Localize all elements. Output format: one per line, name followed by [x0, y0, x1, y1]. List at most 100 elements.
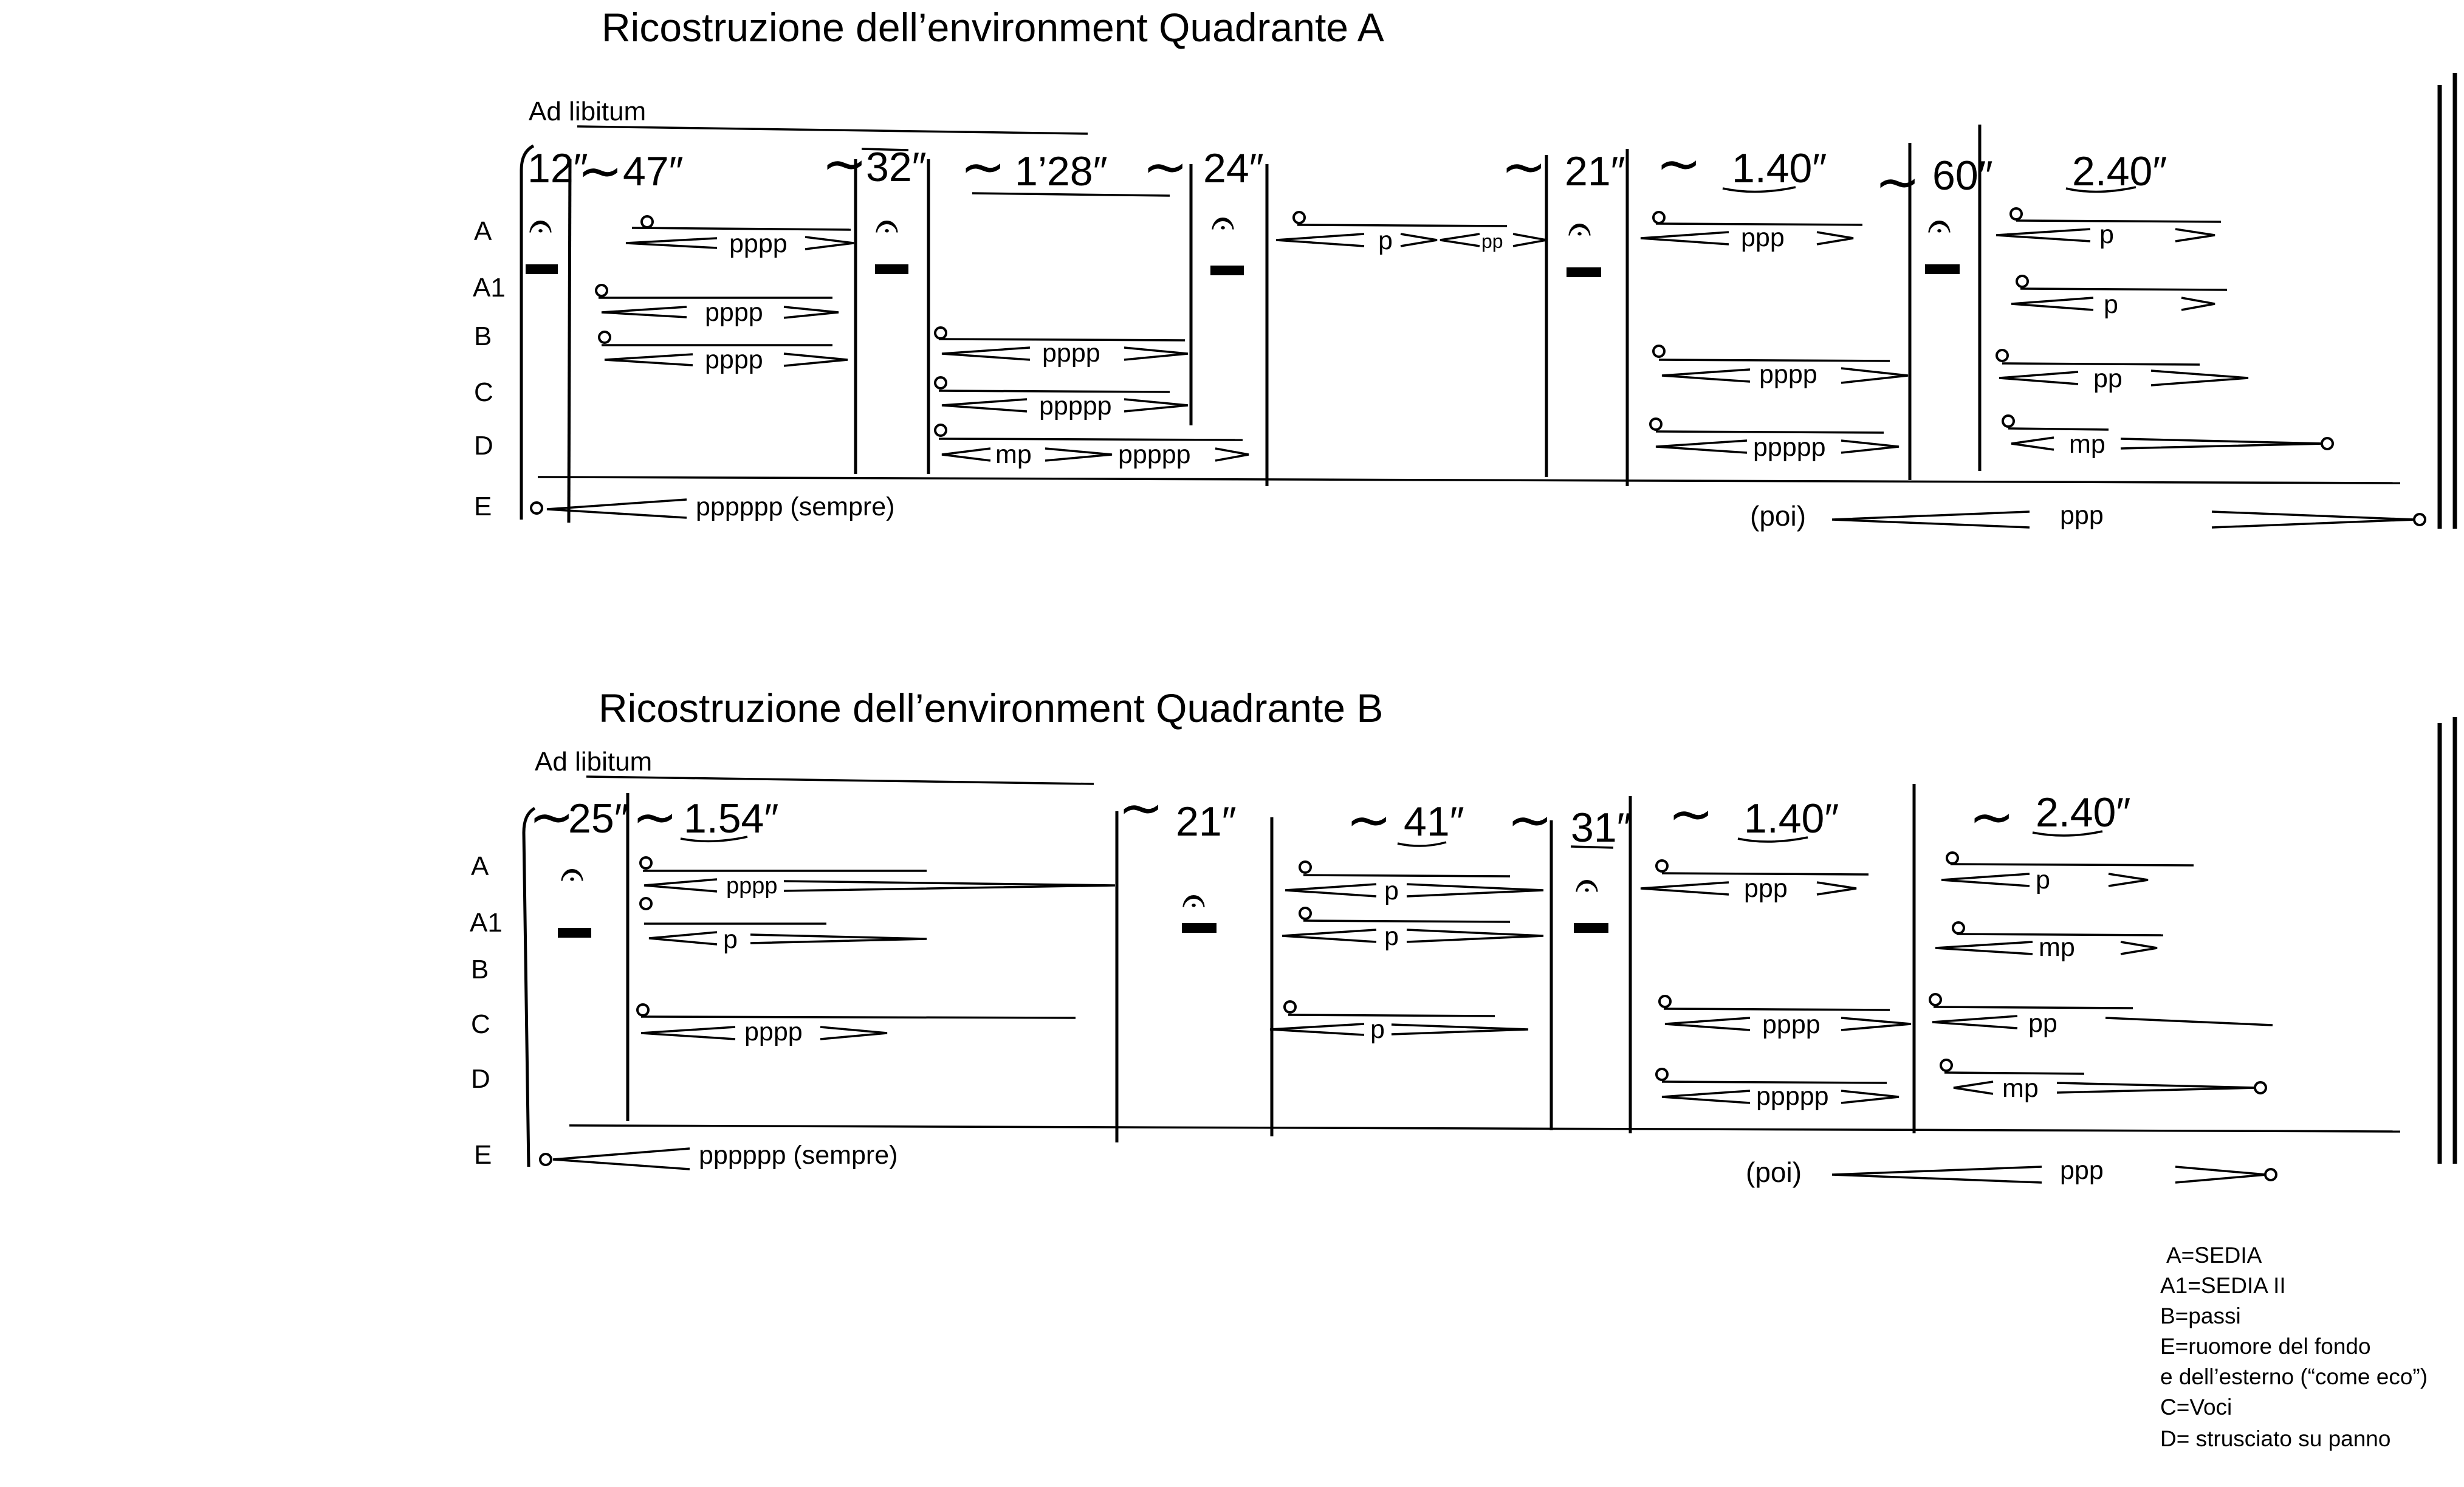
quadrante-a: Ricostruzione dell’environment Quadrante… — [473, 5, 2457, 532]
time-labels: ~ 25″ ~ 1.54″ ~ 21″ ~ 41″ ~ 31″ ~ 1.40″ … — [529, 776, 2130, 852]
time-underline — [1737, 836, 1808, 843]
dynamic-mark: mp — [995, 440, 1032, 469]
hairpin — [643, 878, 718, 893]
hairpin — [601, 306, 687, 318]
ad-libitum-label: Ad libitum — [529, 97, 646, 126]
hairpin — [1661, 1090, 1751, 1104]
tilde-symbol: ~ — [1656, 132, 1701, 196]
dynamic-mark: pppp — [1042, 338, 1100, 368]
dynamic-mark: pp — [1481, 230, 1503, 252]
dynamic-mark: ppppp — [1118, 440, 1191, 469]
hairpin — [1816, 231, 1854, 246]
note-head — [1946, 851, 1959, 865]
hairpin — [2181, 297, 2215, 311]
sustain-line — [1303, 919, 1511, 923]
tilde-symbol: ~ — [1507, 788, 1553, 852]
hairpin — [1816, 881, 1857, 896]
hairpin — [2175, 228, 2215, 242]
hairpin — [783, 880, 1116, 892]
dynamic-mark: ppp — [2060, 1156, 2104, 1185]
events-section-4: ppp pppp ppppp — [1640, 211, 1909, 462]
note-head — [1652, 211, 1666, 224]
row-label-b: B — [474, 321, 492, 351]
dynamic-mark: pppp — [729, 229, 788, 258]
sustain-line — [1303, 874, 1511, 877]
hairpin — [1275, 233, 1365, 247]
legend-line: A1=SEDIA II — [2160, 1273, 2286, 1298]
barlines — [522, 717, 2457, 1167]
dynamic-mark: pp — [2093, 364, 2123, 393]
hairpin — [1831, 1166, 2042, 1184]
legend-line: e dell’esterno (“come eco”) — [2160, 1364, 2428, 1389]
hairpin — [750, 933, 927, 944]
sustain-line — [1297, 224, 1508, 227]
events-section-5: p p pp mp — [1996, 207, 2334, 459]
time-label: 47″ — [623, 148, 684, 194]
dynamic-mark: p — [2099, 220, 2114, 249]
hairpin — [1941, 873, 2030, 887]
time-label: 31″ — [1571, 805, 1632, 851]
time-label: 21″ — [1565, 148, 1625, 194]
note-head — [1299, 907, 1312, 920]
note-head — [2002, 414, 2015, 428]
dynamic-mark: ppp — [1744, 874, 1788, 903]
time-label: 1’28″ — [1015, 148, 1108, 194]
hairpin — [1999, 371, 2079, 385]
row-label-e: E — [474, 1140, 492, 1170]
tilde-symbol: ~ — [1346, 788, 1392, 852]
hairpin — [1935, 941, 2033, 955]
dynamic-mark: p — [1378, 226, 1393, 255]
hairpin — [1124, 346, 1189, 361]
poi-label: (poi) — [1746, 1156, 1802, 1188]
fermata-icon: 𝄐 — [1211, 197, 1235, 247]
dynamic-mark: pppp — [705, 298, 763, 327]
note-head — [2254, 1081, 2267, 1094]
note-head — [639, 856, 653, 870]
row-label-a1: A1 — [470, 908, 503, 938]
poi-label: (poi) — [1750, 500, 1806, 532]
hairpin — [625, 237, 718, 249]
fermata-icon: 𝄐 — [529, 201, 552, 250]
time-labels: 12″ ~ 47″ ~ 32″ ~ 1’28″ ~ 24″ ~ 21″ ~ 1.… — [527, 132, 2167, 214]
hairpin — [2108, 873, 2149, 887]
fermata-icon: 𝄐 — [1575, 860, 1599, 910]
quadrante-b-title: Ricostruzione dell’environment Quadrante… — [599, 685, 1383, 730]
time-underline — [861, 148, 909, 151]
tilde-symbol: ~ — [1142, 135, 1188, 199]
events-section-4: ppp pppp ppppp — [1640, 859, 1912, 1111]
sustain-line — [1956, 933, 2164, 936]
time-label: 1.40″ — [1744, 795, 1839, 842]
e-dynamic-text: pppppp (sempre) — [699, 1141, 897, 1170]
note-head — [2321, 437, 2334, 450]
note-head — [1652, 345, 1666, 358]
note-head — [598, 331, 611, 344]
sustain-line — [1663, 1008, 1890, 1011]
hairpin — [820, 1026, 888, 1040]
hairpin — [1655, 439, 1748, 454]
dynamic-mark: p — [2036, 865, 2050, 895]
note-head — [934, 376, 947, 390]
hairpin — [2150, 369, 2249, 386]
hairpin — [1512, 233, 1547, 247]
time-label: 25″ — [568, 795, 629, 842]
row-label-c: C — [474, 377, 493, 407]
hairpin — [1406, 883, 1544, 898]
hairpin — [1406, 929, 1544, 943]
row-label-e: E — [474, 492, 492, 521]
fermata-icon: 𝄐 — [560, 849, 584, 899]
sustain-line — [938, 338, 1186, 342]
note-head — [636, 1003, 650, 1017]
note-head — [595, 284, 608, 297]
fermata-icon: 𝄐 — [1182, 875, 1206, 925]
sustain-line — [1950, 863, 2194, 867]
dynamic-mark: p — [1384, 922, 1399, 951]
hairpin — [648, 931, 718, 946]
events-section-5: p mp pp mp — [1929, 851, 2273, 1103]
tilde-symbol: ~ — [1118, 776, 1164, 840]
sustain-line — [1661, 1080, 1887, 1084]
legend: A=SEDIA A1=SEDIA II B=passi E=ruomore de… — [2160, 1243, 2428, 1451]
dynamic-mark: p — [2104, 290, 2118, 319]
hairpin — [1841, 1090, 1899, 1104]
events-section-1: pppp pppp pppp — [595, 215, 854, 374]
row-label-d: D — [471, 1064, 490, 1094]
